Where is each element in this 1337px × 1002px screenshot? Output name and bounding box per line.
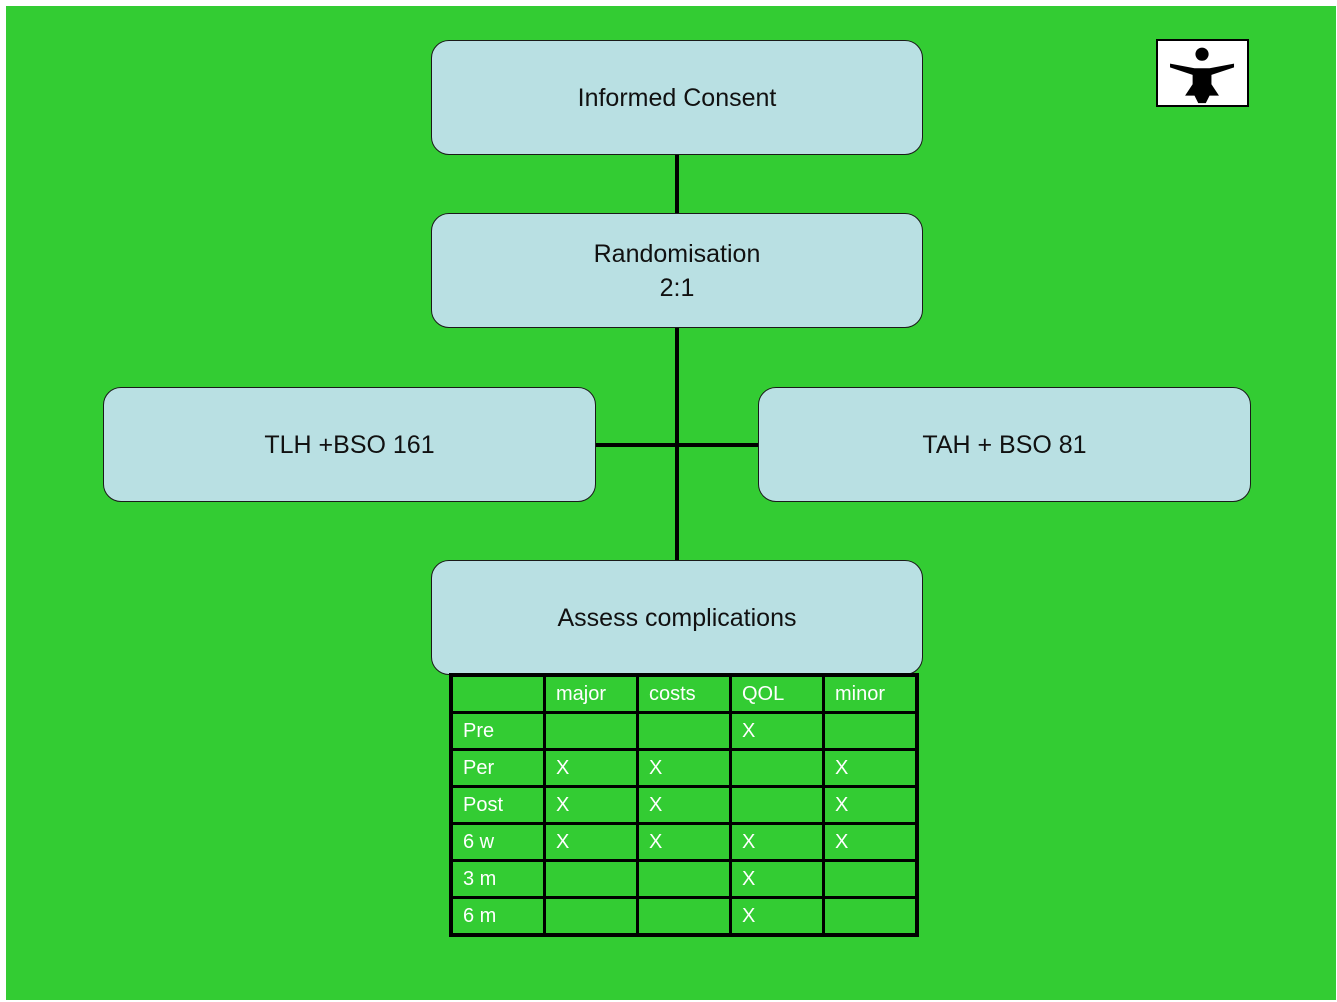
connector-consent-randomisation bbox=[675, 154, 679, 216]
table-cell: X bbox=[729, 859, 825, 899]
table-cell bbox=[543, 859, 639, 899]
box-randomisation-title: Randomisation bbox=[593, 239, 761, 268]
box-randomisation-ratio: 2:1 bbox=[659, 273, 695, 302]
table-corner-cell bbox=[449, 673, 546, 714]
box-assess-complications: Assess complications bbox=[431, 560, 923, 675]
box-randomisation: Randomisation 2:1 bbox=[431, 213, 923, 328]
table-cell: X bbox=[636, 785, 732, 825]
table-cell bbox=[636, 859, 732, 899]
table-cell: X bbox=[729, 822, 825, 862]
table-cell bbox=[822, 711, 919, 751]
table-row-label: 6 w bbox=[449, 822, 546, 862]
table-row-label: Pre bbox=[449, 711, 546, 751]
table-row-label: 6 m bbox=[449, 896, 546, 937]
box-assess-complications-label: Assess complications bbox=[557, 603, 797, 632]
table-cell bbox=[729, 748, 825, 788]
woman-figure-icon bbox=[1170, 47, 1235, 104]
table-column-header: costs bbox=[636, 673, 732, 714]
table-cell: X bbox=[543, 748, 639, 788]
table-cell: X bbox=[636, 748, 732, 788]
table-cell bbox=[729, 785, 825, 825]
box-arm-tah: TAH + BSO 81 bbox=[758, 387, 1251, 502]
box-informed-consent: Informed Consent bbox=[431, 40, 923, 155]
table-cell bbox=[636, 896, 732, 937]
box-arm-tah-label: TAH + BSO 81 bbox=[922, 430, 1087, 459]
table-row-label: Per bbox=[449, 748, 546, 788]
table-cell: X bbox=[543, 785, 639, 825]
table-row-label: Post bbox=[449, 785, 546, 825]
table-cell: X bbox=[822, 785, 919, 825]
table-cell: X bbox=[729, 711, 825, 751]
box-arm-tlh-label: TLH +BSO 161 bbox=[264, 430, 435, 459]
box-arm-tlh: TLH +BSO 161 bbox=[103, 387, 596, 502]
table-cell bbox=[543, 896, 639, 937]
table-row: 3 m X bbox=[449, 859, 919, 899]
table-column-header: QOL bbox=[729, 673, 825, 714]
table-cell: X bbox=[822, 748, 919, 788]
table-row: 6 m X bbox=[449, 896, 919, 937]
table-row: Pre X bbox=[449, 711, 919, 751]
table-column-header: major bbox=[543, 673, 639, 714]
table-column-header: minor bbox=[822, 673, 919, 714]
table-cell: X bbox=[543, 822, 639, 862]
table-cell bbox=[636, 711, 732, 751]
logo bbox=[1156, 39, 1249, 107]
table-cell: X bbox=[729, 896, 825, 937]
box-informed-consent-label: Informed Consent bbox=[577, 83, 777, 112]
table-cell bbox=[822, 859, 919, 899]
connector-horizontal-arms bbox=[595, 443, 761, 447]
table-row-label: 3 m bbox=[449, 859, 546, 899]
diagram-canvas: Informed Consent Randomisation 2:1 TLH +… bbox=[6, 6, 1336, 1000]
table-cell bbox=[543, 711, 639, 751]
table-cell bbox=[822, 896, 919, 937]
table-cell: X bbox=[822, 822, 919, 862]
table-cell: X bbox=[636, 822, 732, 862]
